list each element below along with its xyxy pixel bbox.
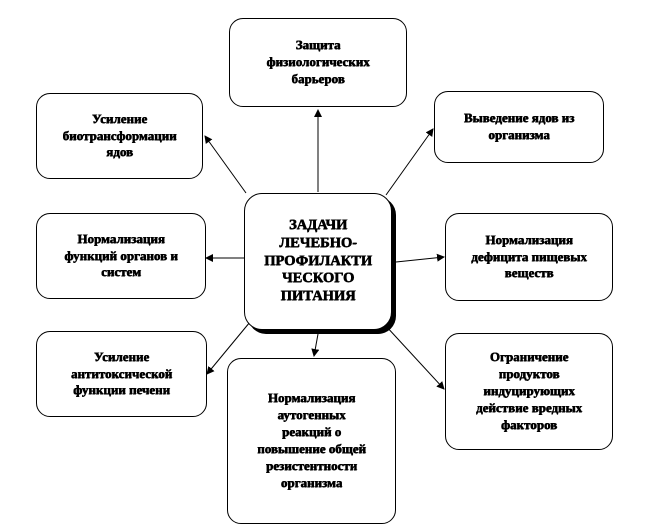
- arrow-to-bottom-left: [206, 321, 251, 375]
- arrow-to-bottom-right: [384, 324, 445, 390]
- node-biotransformation: Усиление биотрансформации ядов: [36, 93, 203, 179]
- node-poison-removal: Выведение ядов из организма: [434, 91, 604, 163]
- arrow-to-top-left: [204, 135, 247, 194]
- node-nutrient-deficit: Нормализация дефицита пищевых веществ: [445, 213, 613, 301]
- node-physiological-barriers: Защита физиологических барьеров: [229, 18, 407, 107]
- arrow-to-mid-right: [395, 253, 445, 263]
- center-node-tasks: ЗАДАЧИ ЛЕЧЕБНО- ПРОФИЛАКТИ ЧЕСКОГО ПИТАН…: [244, 193, 392, 330]
- node-harmful-factors: Ограничение продуктов индуцирующих дейст…: [445, 333, 613, 450]
- arrow-to-bottom: [311, 333, 320, 357]
- arrow-to-top-right: [385, 128, 434, 196]
- node-autogenic-reactions: Нормализация аутогенных реакций о повыше…: [227, 358, 396, 524]
- node-liver-function: Усиление антитоксической функции печени: [36, 331, 207, 417]
- node-organ-function: Нормализация функций органов и систем: [36, 213, 206, 299]
